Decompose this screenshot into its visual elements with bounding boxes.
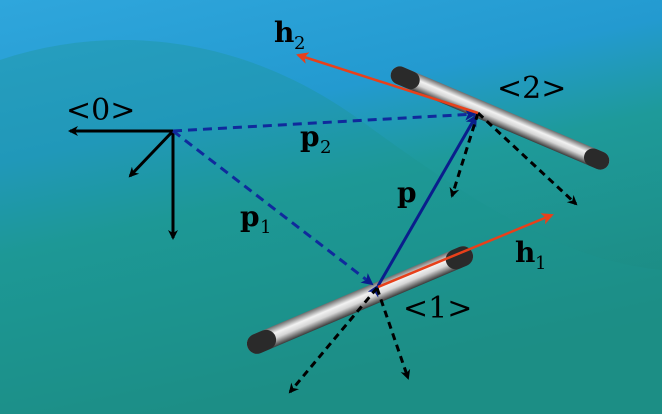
p2-label-sub: 2 xyxy=(320,137,331,158)
frame-2-label: <2> xyxy=(497,71,566,106)
p2-label-main: p xyxy=(300,120,320,153)
frame-0-label: <0> xyxy=(66,93,135,128)
vehicle-1-axis-b xyxy=(375,287,411,380)
p-relative-vector xyxy=(367,114,478,298)
p1-label: p 1 xyxy=(240,200,271,238)
h2-label-sub: 2 xyxy=(294,33,305,54)
vehicle-2-body-axes xyxy=(449,111,578,206)
h2-heading-vector xyxy=(296,52,479,115)
h1-label-main: h xyxy=(515,236,535,269)
h1-heading-vector xyxy=(377,213,554,289)
p1-label-main: p xyxy=(240,200,260,233)
vehicle-1-body-axes xyxy=(288,287,411,394)
world-y-axis xyxy=(128,129,175,178)
shallow-water-region xyxy=(0,40,662,414)
p1-dashed-vector xyxy=(172,129,374,286)
vehicle-2-axis-b xyxy=(449,112,480,198)
p-label: p xyxy=(397,176,417,209)
p2-dashed-vector xyxy=(172,108,477,133)
p2-label: p 2 xyxy=(300,120,331,158)
p-label-text: p xyxy=(397,176,417,209)
h2-label: h 2 xyxy=(274,16,305,54)
frame-1-label: <1> xyxy=(403,291,472,326)
vehicle-2-axis-a xyxy=(476,111,578,206)
h1-label-sub: 1 xyxy=(535,253,546,274)
h1-label: h 1 xyxy=(515,236,546,274)
h2-label-main: h xyxy=(274,16,294,49)
world-frame-axes xyxy=(68,126,178,240)
p1-label-sub: 1 xyxy=(260,217,271,238)
vehicle-2-auv xyxy=(390,66,610,170)
vehicle-1-axis-a xyxy=(288,287,379,394)
